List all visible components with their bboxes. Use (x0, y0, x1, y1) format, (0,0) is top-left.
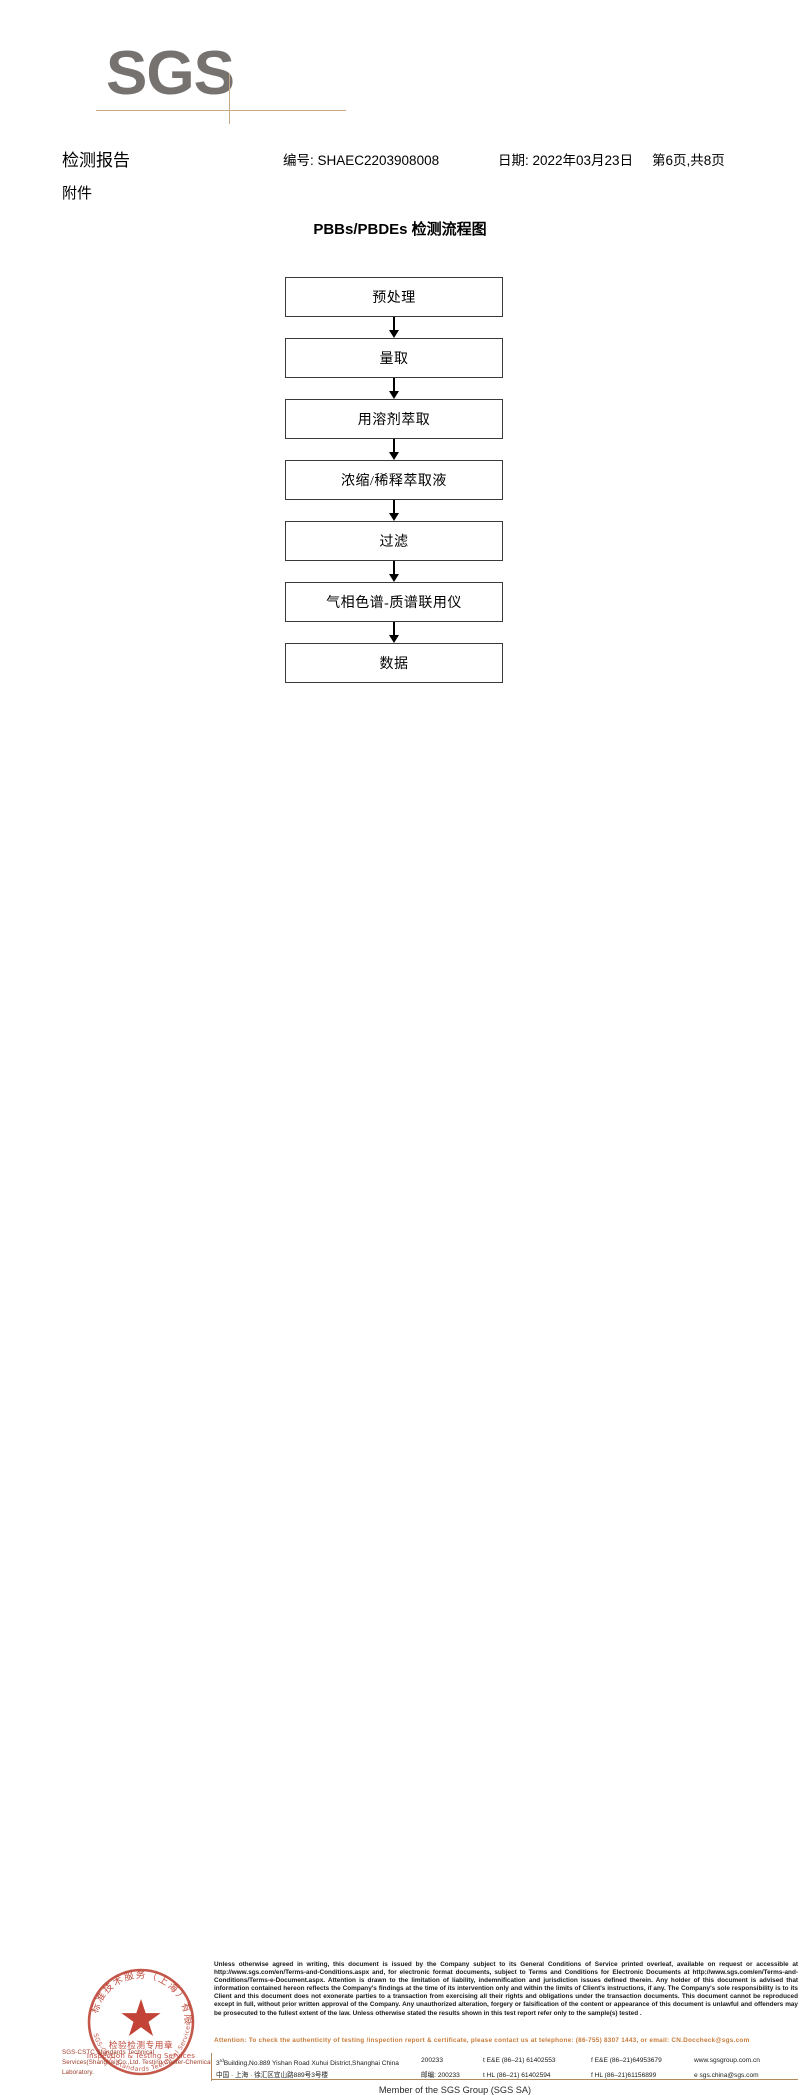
arrow-shaft (393, 500, 396, 515)
logo-vertical-rule (229, 74, 230, 124)
flow-step-1: 预处理 (285, 277, 503, 317)
tel-cn-1: t HL (86–21) 61402594 (483, 2071, 551, 2079)
seal-caption: SGS-CSTC Standards Technical Services(Sh… (62, 2049, 213, 2076)
attachment-label: 附件 (62, 186, 93, 202)
flow-arrow-1 (285, 317, 503, 338)
arrow-shaft (393, 378, 396, 393)
flow-step-4: 浓缩/稀释萃取液 (285, 460, 503, 500)
flow-arrow-3 (285, 439, 503, 460)
footer: 标准技术服务（上海）有限公司 SGS-CSTC Standards Techni… (0, 975, 800, 2095)
email-link[interactable]: e sgs.china@sgs.com (694, 2071, 759, 2079)
flow-arrow-5 (285, 561, 503, 582)
flow-step-2: 量取 (285, 338, 503, 378)
flowchart-title: PBBs/PBDEs 检测流程图 (313, 221, 487, 238)
tel-en-1: t E&E (86–21) 61402553 (483, 2056, 556, 2064)
arrow-shaft (393, 561, 396, 576)
arrow-head (389, 574, 399, 582)
sgs-logo-text: SGS (106, 39, 235, 108)
arrow-shaft (393, 439, 396, 454)
flow-arrow-6 (285, 622, 503, 643)
report-date: 日期: 2022年03月23日 (498, 153, 634, 168)
arrow-head (389, 513, 399, 521)
address-cn: 中国 · 上海 · 徐汇区宜山路889号3号楼 (216, 2071, 329, 2079)
arrow-shaft (393, 622, 396, 637)
address-en: 3rdBuilding,No.889 Yishan Road Xuhui Dis… (216, 2057, 399, 2067)
website-link[interactable]: www.sgsgroup.com.cn (694, 2056, 760, 2064)
flowchart: 预处理量取用溶剂萃取浓缩/稀释萃取液过滤气相色谱-质谱联用仪数据 (285, 277, 503, 683)
report-number: 编号: SHAEC2203908008 (283, 153, 440, 168)
sgs-logo: SGS (96, 38, 346, 124)
flow-step-3: 用溶剂萃取 (285, 399, 503, 439)
zip-en: 200233 (421, 2056, 444, 2064)
address-vertical-rule (211, 2053, 213, 2081)
flow-step-7: 数据 (285, 643, 503, 683)
address-row-en: 3rdBuilding,No.889 Yishan Road Xuhui Dis… (216, 2054, 798, 2069)
flow-step-6: 气相色谱-质谱联用仪 (285, 582, 503, 622)
flow-step-5: 过滤 (285, 521, 503, 561)
page-indicator: 第6页,共8页 (652, 153, 725, 168)
address-en-text: Building,No.889 Yishan Road Xuhui Distri… (223, 2059, 399, 2067)
member-notice: Member of the SGS Group (SGS SA) (378, 2085, 532, 2095)
zip-cn: 邮编: 200233 (421, 2071, 460, 2079)
address-row-cn: 中国 · 上海 · 徐汇区宜山路889号3号楼 邮编: 200233 t HL … (216, 2069, 798, 2081)
address-block: 3rdBuilding,No.889 Yishan Road Xuhui Dis… (216, 2054, 798, 2081)
arrow-shaft (393, 317, 396, 332)
tel-en-2: f E&E (86–21)64953679 (591, 2056, 662, 2064)
disclaimer-text: Unless otherwise agreed in writing, this… (214, 1961, 798, 2017)
arrow-head (389, 330, 399, 338)
arrow-head (389, 391, 399, 399)
arrow-head (389, 635, 399, 643)
logo-horizontal-rule (96, 110, 346, 111)
flow-arrow-2 (285, 378, 503, 399)
flow-arrow-4 (285, 500, 503, 521)
tel-cn-2: f HL (86–21)61156899 (591, 2071, 657, 2079)
arrow-head (389, 452, 399, 460)
attention-notice: Attention: To check the authenticity of … (214, 2037, 750, 2044)
page-title: 检测报告 (62, 151, 130, 170)
